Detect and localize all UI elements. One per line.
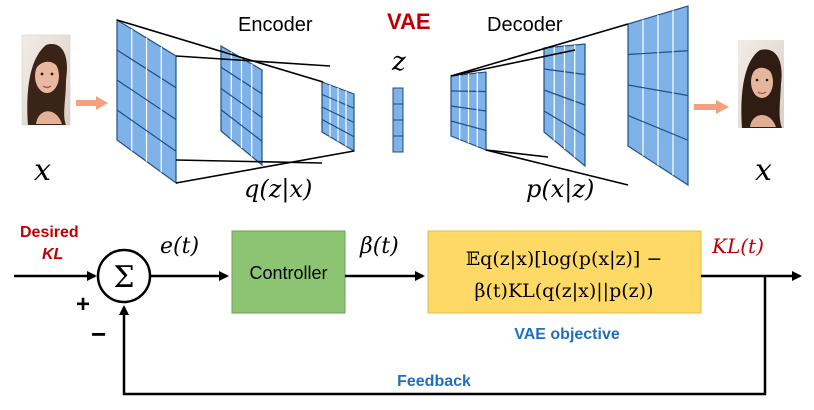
output-face-image xyxy=(738,40,784,128)
output-arrow xyxy=(694,100,729,114)
desired-kl-label: Desired xyxy=(20,224,79,241)
vae-objective-caption: VAE objective xyxy=(514,326,620,343)
feedback-label: Feedback xyxy=(397,373,471,390)
vae-title: VAE xyxy=(387,9,431,34)
encoder-label: Encoder xyxy=(238,14,313,36)
input-face-image xyxy=(21,34,71,126)
decoder-layer-3 xyxy=(627,5,689,187)
feedback-path xyxy=(119,276,767,396)
plus-sign: + xyxy=(76,291,90,318)
objective-line-1: 𝔼q(z|x)[log(p(x|z)] − xyxy=(466,248,663,270)
vae-objective-block xyxy=(427,230,702,314)
input-x-label: x xyxy=(34,153,51,188)
latent-label: z xyxy=(391,47,406,77)
decoder-layer-2 xyxy=(543,43,586,168)
decoder-lines xyxy=(450,23,629,186)
encoder-layer-3 xyxy=(321,81,355,153)
decoder-distribution: p(x|z) xyxy=(526,175,594,204)
beta-label: β(t) xyxy=(359,234,399,259)
encoder-layer-1 xyxy=(116,18,177,185)
encoder-lines xyxy=(116,19,355,184)
decoder-label: Decoder xyxy=(487,14,563,36)
sum-symbol: Σ xyxy=(113,260,134,295)
error-label: e(t) xyxy=(160,234,199,259)
latent-vector xyxy=(392,87,404,153)
controller-block xyxy=(231,230,346,314)
decoder-layer-1 xyxy=(450,71,487,151)
encoder-distribution: q(z|x) xyxy=(244,175,312,204)
output-x-label: x xyxy=(755,153,772,188)
input-arrow xyxy=(76,96,108,110)
minus-sign: − xyxy=(91,319,106,349)
encoder-layer-2 xyxy=(220,44,263,167)
kl-output-label: KL(t) xyxy=(711,234,764,258)
desired-kl-symbol: KL xyxy=(42,246,63,263)
controller-label: Controller xyxy=(249,263,327,283)
objective-line-2: β(t)KL(q(z|x)||p(z)) xyxy=(475,280,654,302)
